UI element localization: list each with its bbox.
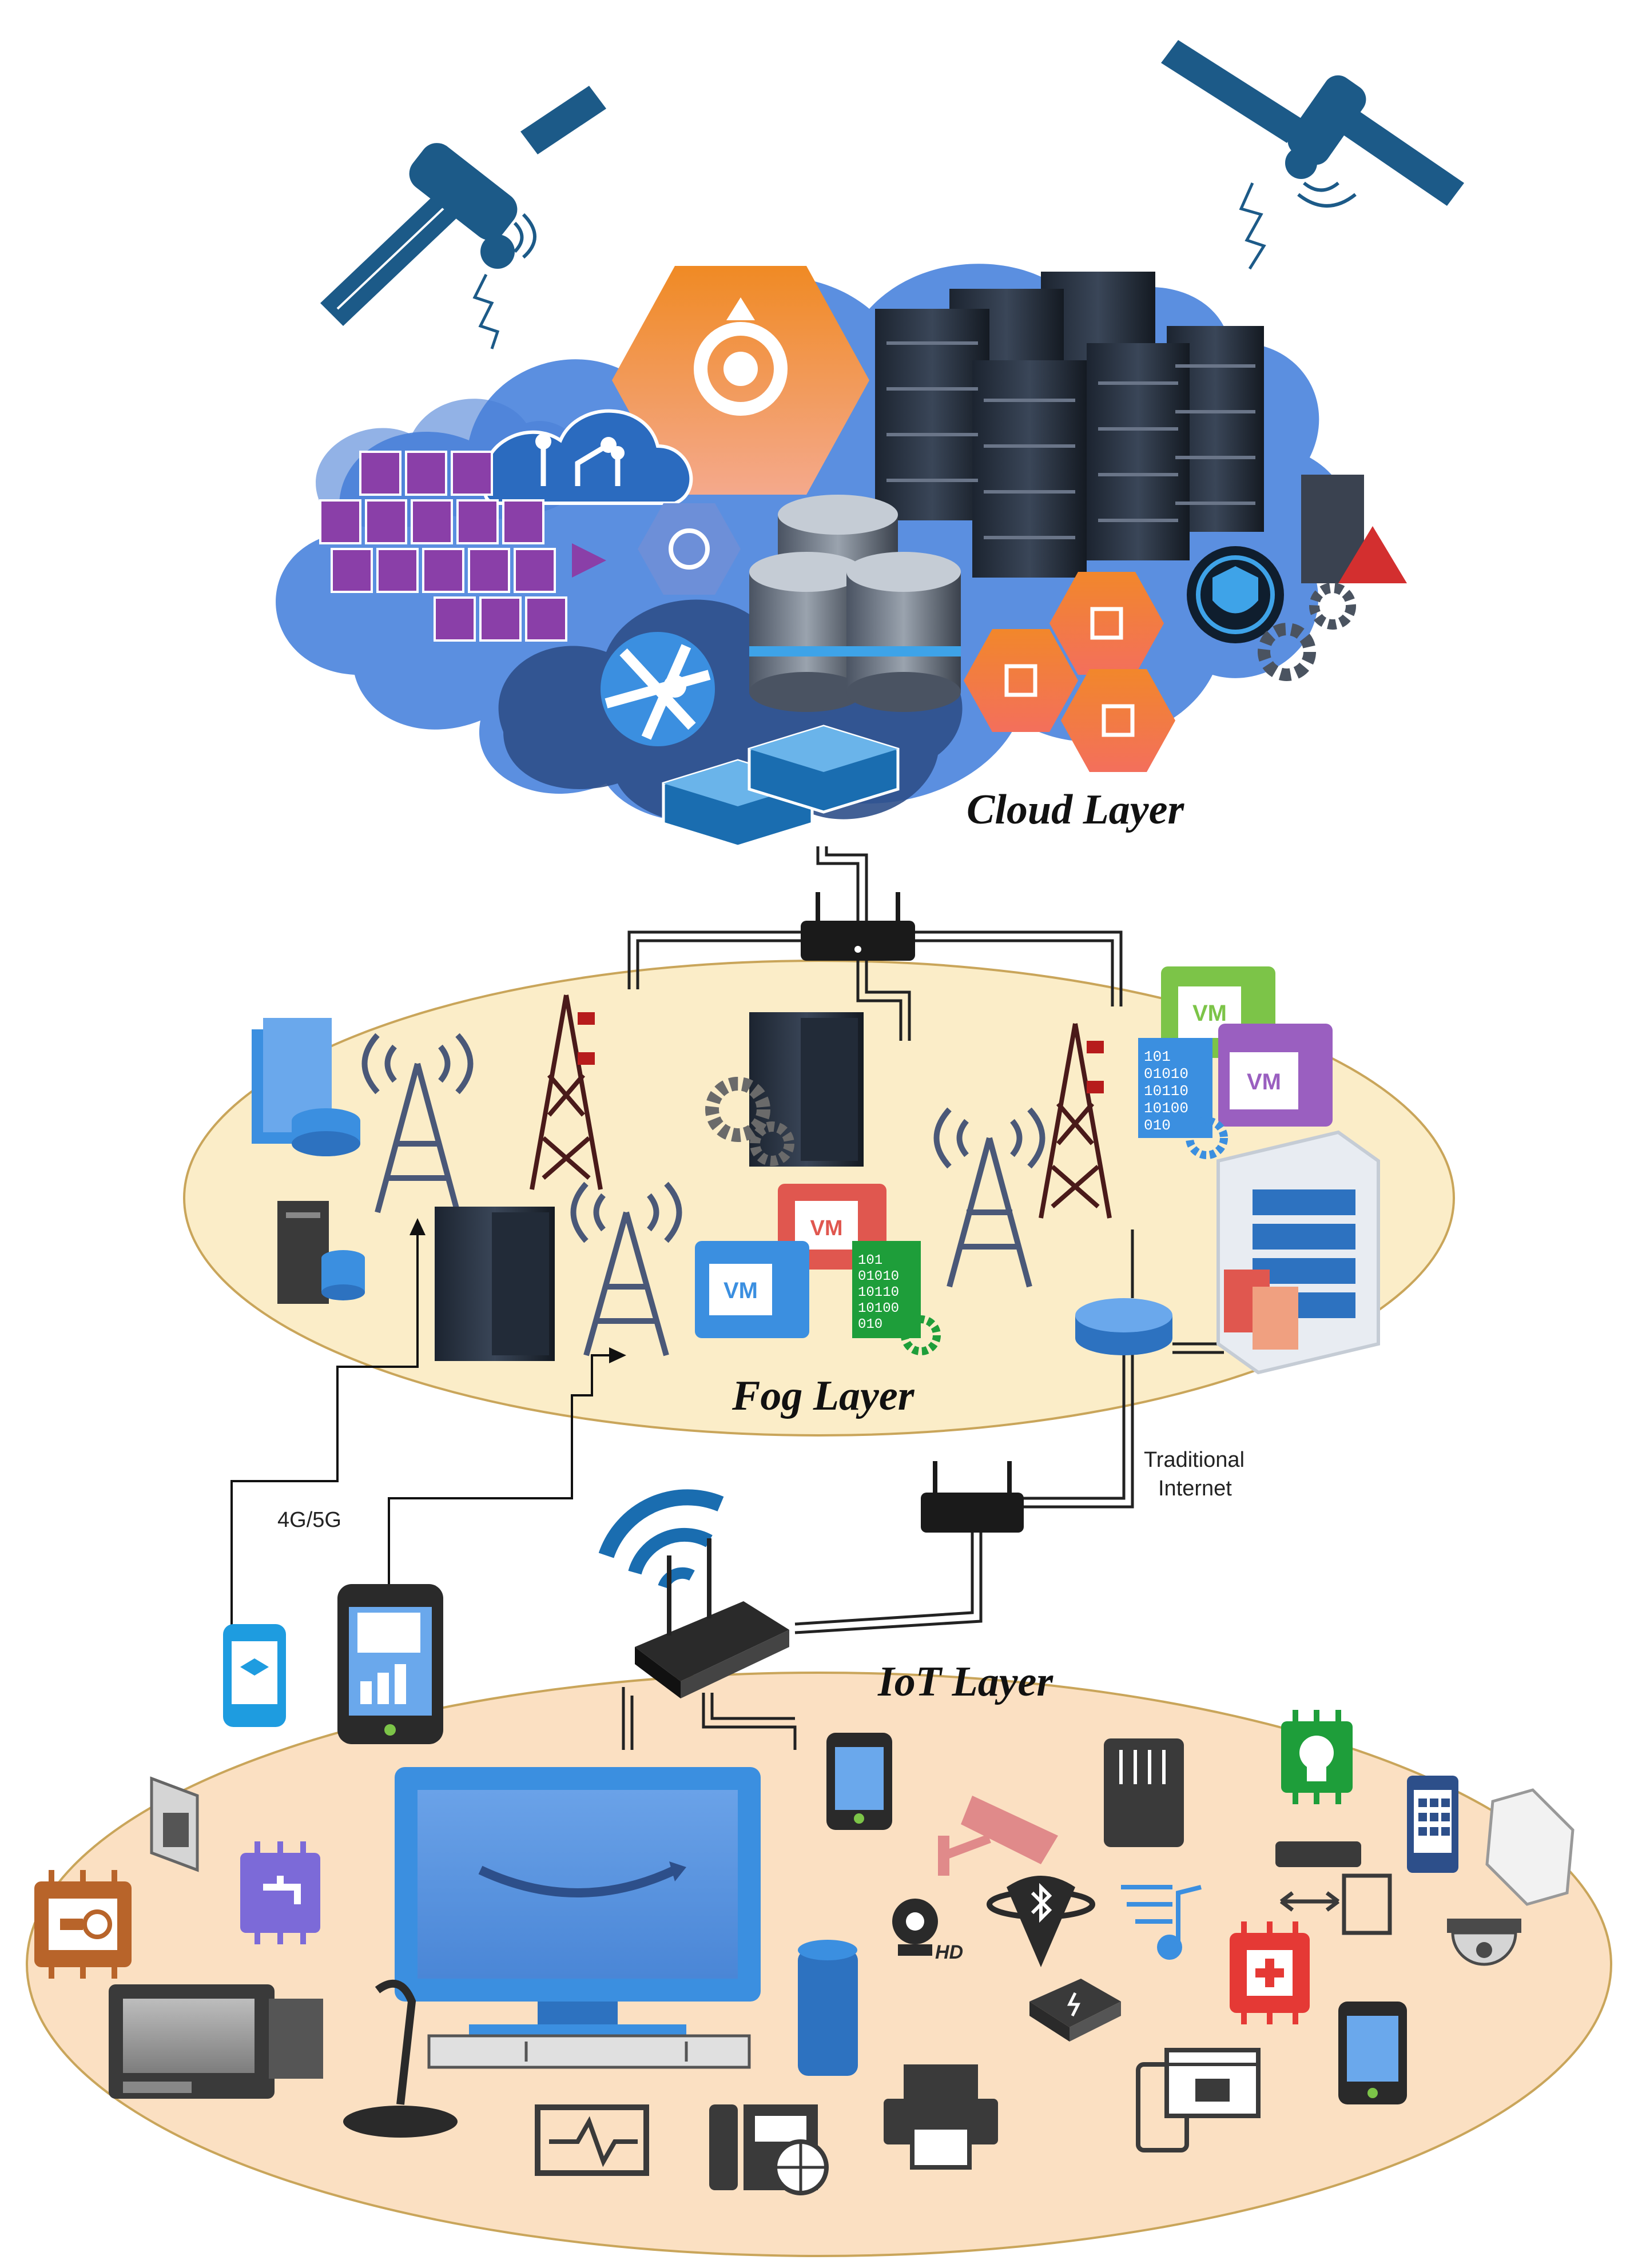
printer-icon: [884, 2064, 998, 2170]
smartphone-dashboard-icon: [337, 1584, 443, 1744]
binary-text: 010: [858, 1317, 882, 1332]
transmission-tower-icon: [530, 994, 603, 1190]
cloud-endpoints-icon: [612, 266, 869, 495]
ethernet-connector-icon: [1104, 1738, 1184, 1847]
cloud-routers-icon: [662, 725, 900, 848]
media-switch-icon: [1275, 1841, 1392, 1935]
keypad-phone-icon: [1407, 1776, 1458, 1873]
binary-text: 10110: [1144, 1083, 1188, 1100]
fog-layer-label: Fog Layer: [731, 1372, 915, 1419]
keypad-panel-icon: [150, 1776, 199, 1872]
sensor-chip-icon: [34, 1870, 132, 1979]
bluetooth-tag-icon: [987, 1876, 1095, 1967]
database-server-icon: [252, 1018, 360, 1156]
server-cluster-icon: [875, 272, 1264, 578]
cell-tower-icon: [933, 1107, 1045, 1288]
vm-label: VM: [1247, 1069, 1281, 1095]
database-cluster-icon: [749, 495, 961, 712]
storage-server-icon: [277, 1201, 365, 1304]
ip-phone-icon: [709, 2104, 829, 2195]
binary-text: 01010: [858, 1269, 899, 1284]
binary-text: 101: [1144, 1048, 1171, 1065]
smart-bulb-chip-icon: [1281, 1710, 1353, 1804]
traditional-internet-label-line2: Internet: [1158, 1477, 1232, 1501]
fog-node-pc-icon: [435, 1207, 555, 1361]
binary-text: 010: [1144, 1117, 1171, 1134]
cellular-link-lines: [230, 1232, 612, 1641]
cell-tower-icon: [361, 1033, 474, 1213]
vm-label: VM: [810, 1216, 843, 1240]
health-chip-icon: [1230, 1921, 1310, 2024]
fog-hub-router-icon: [1075, 1298, 1172, 1355]
binary-text: 10110: [858, 1285, 899, 1300]
satellite-icon: [320, 86, 606, 349]
satellite-icon: [1161, 40, 1464, 270]
conference-microphone-icon: [343, 1979, 458, 2138]
container-registry-icon: [319, 451, 606, 642]
internet-router-icon: [921, 1461, 1024, 1533]
binary-text: 101: [858, 1253, 882, 1268]
ai-brain-cloud-icon: [483, 409, 693, 505]
rack-storage-icon: [1216, 1130, 1380, 1375]
gcp-hexagon-icon: [638, 503, 741, 595]
card-reader-icon: [109, 1984, 323, 2099]
virtual-machines-icon: VM VM 101 01010 10110 10100 010: [1138, 966, 1333, 1159]
vm-label: VM: [723, 1278, 758, 1303]
dome-camera-icon: [1447, 1919, 1521, 1966]
security-gears-icon: [1187, 475, 1407, 681]
arrow-head-icon: [410, 1218, 626, 1363]
monitor-pulse-icon: [535, 2104, 649, 2176]
hd-label: HD: [935, 1941, 963, 1963]
smart-speaker-icon: [798, 1940, 858, 2076]
smart-water-chip-icon: [240, 1841, 320, 1944]
iot-layer-label: IoT Layer: [877, 1658, 1053, 1705]
smart-tv-icon: [395, 1767, 761, 2042]
web-app-globe-icon: [601, 632, 715, 746]
transmission-tower-icon: [1039, 1023, 1112, 1219]
connection-lines: [622, 846, 1224, 1750]
security-camera-icon: [938, 1796, 1058, 1876]
smartphone-app-icon: [1338, 2002, 1407, 2104]
binary-text: 01010: [1144, 1065, 1188, 1083]
virtual-machines-icon: VM VM 101 01010 10110 10100 010: [695, 1184, 941, 1355]
cloud-layer-label: Cloud Layer: [967, 786, 1184, 833]
music-note-icon: [1121, 1885, 1202, 1960]
compute-chip-hexagons-icon: [964, 572, 1175, 772]
smartphone-app-icon: [826, 1733, 892, 1830]
device-management-icon: [1136, 2048, 1261, 2152]
binary-text: 10100: [858, 1301, 899, 1316]
hd-webcam-icon: HD: [892, 1899, 963, 1963]
traditional-internet-label-line1: Traditional: [1144, 1448, 1245, 1472]
vm-label: VM: [1192, 1001, 1227, 1026]
edge-server-gears-icon: [705, 1012, 864, 1167]
cell-tower-icon: [570, 1181, 682, 1356]
rack-unit-icon: [427, 2034, 751, 2069]
power-hub-icon: [1029, 1979, 1121, 2042]
wifi-router-icon: [598, 1489, 789, 1698]
smartphone-icon: [223, 1624, 286, 1727]
binary-text: 10100: [1144, 1100, 1188, 1117]
fog-router-icon: [801, 892, 915, 961]
cellular-link-label: 4G/5G: [277, 1508, 341, 1532]
access-point-icon: [1485, 1788, 1575, 1906]
